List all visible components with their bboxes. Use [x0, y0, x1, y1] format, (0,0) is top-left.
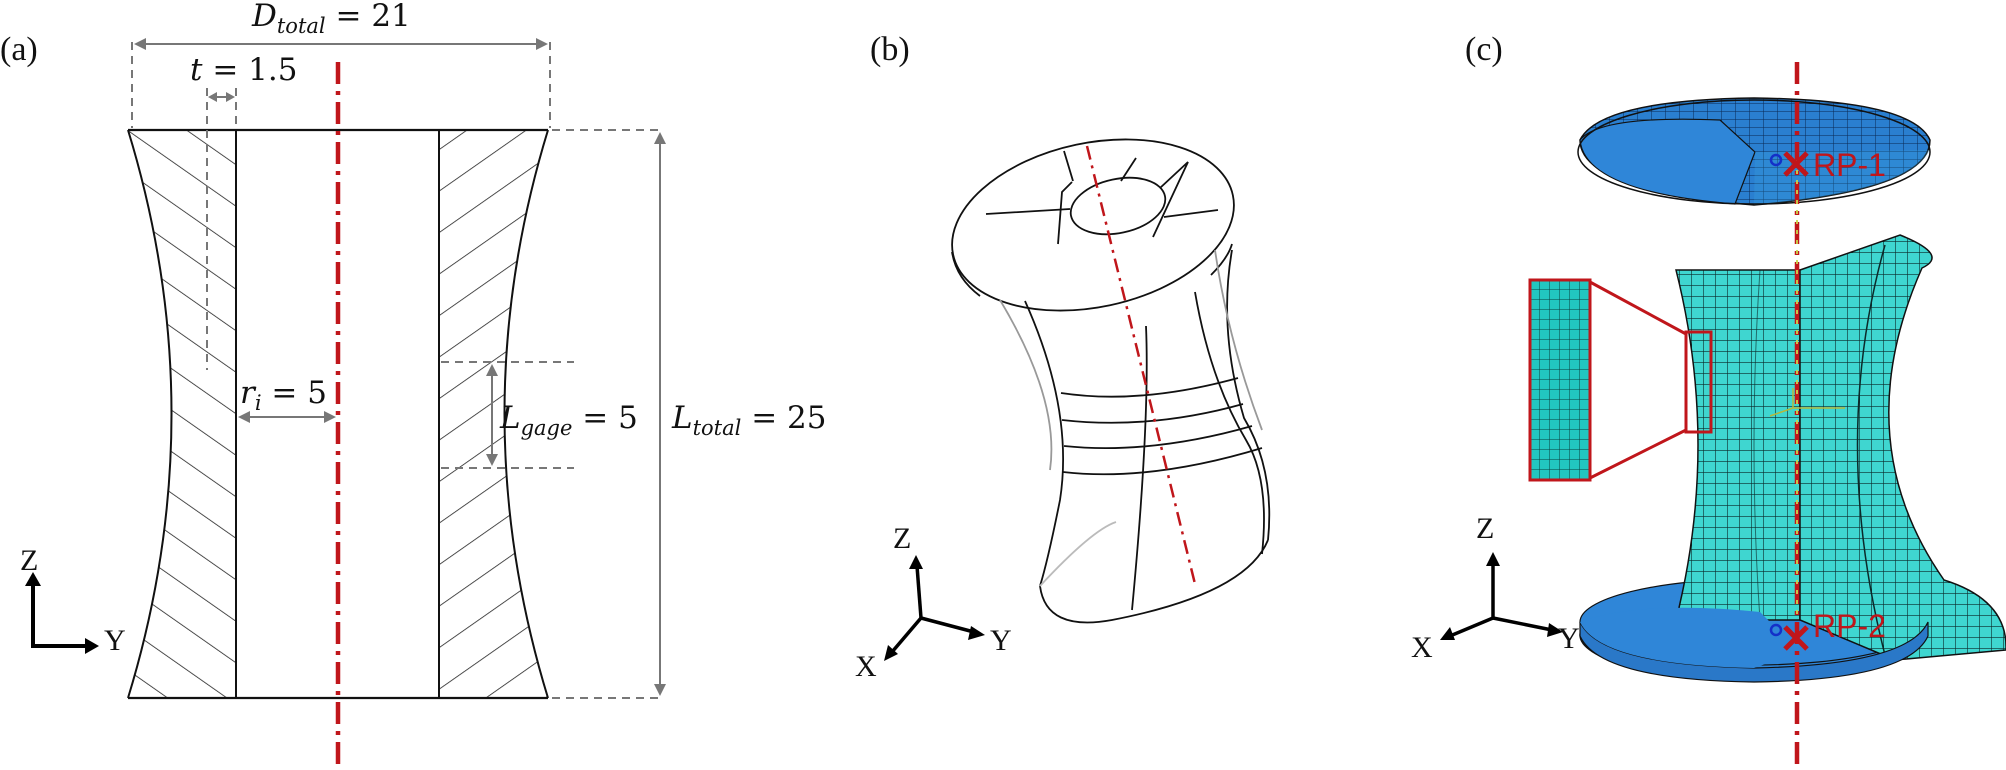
axis-c-x-label: X: [1411, 631, 1433, 664]
r-i-dimension: ri = 5: [238, 375, 336, 423]
l-total-label: Ltotal = 25: [671, 400, 827, 440]
left-outer-contour: [127, 129, 173, 699]
right-wall-hatch: [439, 130, 548, 698]
panel-b: (b): [855, 31, 1271, 683]
rp1-label: RP-1: [1813, 147, 1886, 183]
rp2-label: RP-2: [1813, 608, 1886, 644]
reference-point-2: RP-2: [1769, 608, 1886, 651]
top-outer-ellipse: [951, 138, 1235, 312]
axis-b-x-label: X: [855, 650, 877, 683]
top-plate: [1579, 118, 1756, 205]
l-total-dimension: Ltotal = 25: [552, 129, 827, 699]
zoom-connector-bottom: [1589, 428, 1687, 480]
axis-c-y-label: Y: [1558, 622, 1580, 655]
axis-triad-c: Z Y X: [1411, 512, 1580, 664]
panel-a: (a) Dtotal = 21: [0, 0, 827, 770]
panel-b-label: (b): [870, 31, 910, 68]
axis-b-z-label: Z: [893, 522, 911, 555]
panel-c-label: (c): [1465, 31, 1503, 68]
mesh-zoom-inset: [1528, 278, 1592, 482]
right-contour: [1226, 249, 1271, 541]
axis-triad-a: Z Y: [20, 544, 126, 657]
panel-a-label: (a): [0, 31, 38, 68]
t-dimension: t = 1.5: [190, 52, 297, 370]
l-gage-dimension: Lgage = 5: [441, 361, 638, 469]
local-coordinate-marker: [1769, 388, 1845, 417]
reference-point-1: RP-1: [1769, 147, 1886, 183]
left-contour: [1024, 300, 1064, 587]
meshed-body-left: [1675, 269, 1801, 621]
axis-b-y-label: Y: [990, 624, 1012, 657]
right-outer-contour: [503, 129, 549, 699]
meshed-body-right: [1799, 234, 2006, 661]
top-inner-ellipse: [1069, 176, 1167, 236]
axis-a-y-label: Y: [104, 624, 126, 657]
top-flange-rim: [951, 251, 981, 297]
t-label: t = 1.5: [190, 52, 297, 88]
axis-triad-b: Z Y X: [855, 522, 1012, 683]
zoom-connector-top: [1589, 280, 1687, 336]
d-total-label: Dtotal = 21: [251, 0, 411, 38]
r-i-label: ri = 5: [240, 375, 327, 415]
mesh-zoom-source: [1684, 330, 1713, 434]
d-total-dimension: Dtotal = 21: [131, 0, 551, 128]
axis-a-z-label: Z: [20, 544, 38, 577]
l-gage-label: Lgage = 5: [499, 400, 638, 440]
symmetry-axis-b: [1085, 145, 1197, 585]
left-wall-hatch: [128, 130, 236, 698]
panel-c: (c) RP-1 RP-2: [1411, 31, 2006, 770]
axis-c-z-label: Z: [1476, 512, 1494, 545]
tilted-specimen-wireframe: [951, 138, 1271, 624]
